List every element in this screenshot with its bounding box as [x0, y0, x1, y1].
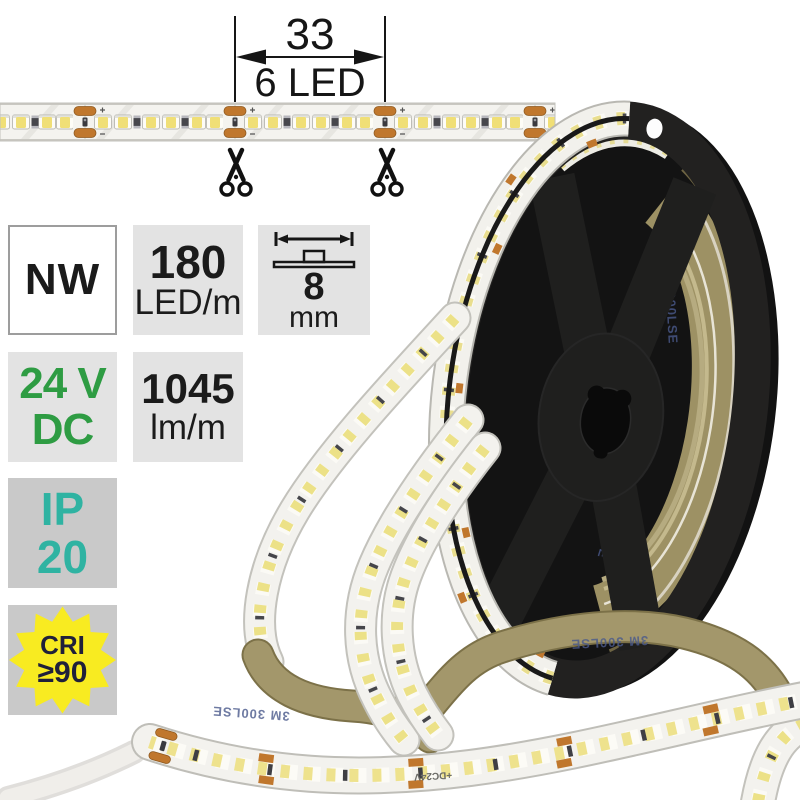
badge-luminous-flux: 1045 lm/m — [133, 352, 243, 462]
flux-unit: lm/m — [150, 407, 226, 447]
led-density-value: 180 — [149, 235, 227, 288]
arrow-head-left-icon — [236, 49, 266, 65]
cri-label: CRI — [40, 630, 85, 660]
strip-end-solder-pads — [148, 728, 178, 764]
cut-length-label: 33 — [286, 10, 335, 59]
badge-voltage: 24 V DC — [8, 352, 117, 462]
scissors-icon — [370, 147, 404, 197]
ip-label: IP — [40, 482, 85, 535]
cut-dimension-annotation: 33 6 LED — [234, 10, 386, 105]
reel-outer-strip-layer — [407, 100, 630, 679]
strip-end-twist — [0, 740, 146, 800]
voltage-value: 24 V — [19, 358, 107, 408]
arrow-head-right-icon — [354, 49, 384, 65]
cri-star-icon — [8, 606, 117, 714]
ip-value: 20 — [36, 531, 89, 583]
strip-corner-pass — [758, 724, 800, 800]
light-color-label: NW — [24, 255, 101, 304]
strip-polarity-print: +DC24V — [413, 769, 452, 782]
led-strip-reel: 3M 300LSE 3M 300LSE — [397, 82, 779, 699]
badge-cri: CRI ≥90 — [8, 605, 117, 715]
voltage-current-type: DC — [31, 405, 95, 454]
badge-led-density: 180 LED/m — [133, 225, 243, 335]
badge-ip-rating: IP 20 — [8, 478, 117, 588]
strip-width-unit: mm — [289, 301, 339, 335]
strip-width-icon — [272, 232, 356, 269]
adhesive-print-text: 3M 300LSE — [570, 633, 648, 652]
cri-value: ≥90 — [37, 656, 88, 689]
cut-segment-label: 6 LED — [254, 61, 365, 105]
badge-light-color: NW — [8, 225, 117, 335]
reel-hub-hole — [579, 385, 632, 459]
strip-width-value: 8 — [303, 266, 325, 308]
top-led-strip — [0, 102, 556, 142]
flux-value: 1045 — [141, 364, 235, 412]
badge-strip-width: 8 mm — [258, 225, 370, 335]
led-density-unit: LED/m — [134, 282, 242, 322]
adhesive-print-text: 3M 300LSE — [212, 704, 291, 724]
scissors-icon — [219, 147, 253, 197]
spec-badges-panel: NW 180 LED/m 8 mm 24 V DC 1045 — [8, 225, 378, 720]
reel-flange-hole — [646, 118, 663, 139]
strip-return-adhesive-band: 3M 300LSE — [428, 627, 778, 708]
strip-loop-adhesive-underside: 3M 300LSE — [212, 655, 430, 737]
bottom-led-strip: +DC24V — [148, 689, 800, 786]
